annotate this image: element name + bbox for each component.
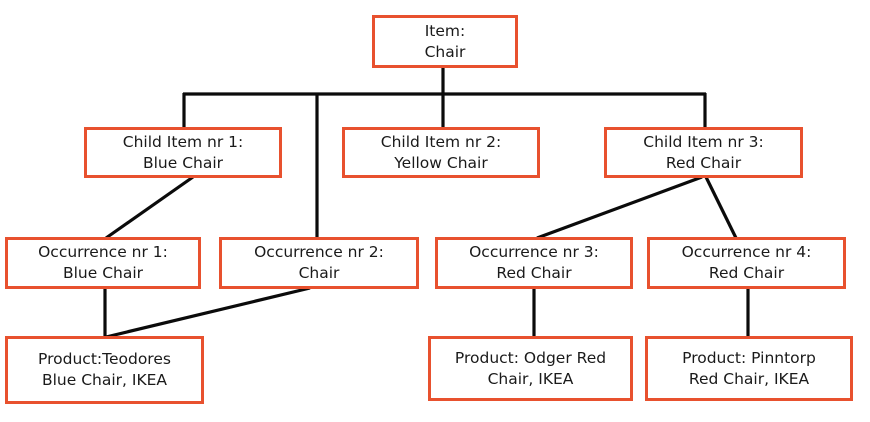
node-child-item-1-label: Child Item nr 1: bbox=[122, 132, 244, 151]
node-product-odger-label: Product: Odger Red bbox=[454, 348, 607, 367]
node-product-pinntorp-label: Product: Pinntorp bbox=[682, 348, 816, 367]
node-product-odger-value: Chair, IKEA bbox=[487, 369, 574, 388]
node-occurrence-4-value: Red Chair bbox=[708, 264, 785, 282]
node-occurrence-1-value: Blue Chair bbox=[62, 264, 144, 282]
node-occurrence-1: Occurrence nr 1: Blue Chair bbox=[5, 237, 201, 289]
node-occurrence-2-value: Chair bbox=[298, 264, 340, 282]
node-product-odger: Product: Odger Red Chair, IKEA bbox=[428, 336, 633, 401]
node-child-item-3-label: Child Item nr 3: bbox=[643, 132, 764, 151]
node-item-chair-label: Item: bbox=[424, 21, 466, 40]
node-child-item-2-value: Yellow Chair bbox=[394, 153, 488, 172]
node-item-chair-value: Chair bbox=[424, 42, 466, 61]
edge-child3-occ3 bbox=[536, 175, 703, 240]
node-occurrence-4-label: Occurrence nr 4: bbox=[681, 243, 812, 261]
node-child-item-1: Child Item nr 1: Blue Chair bbox=[84, 127, 282, 178]
node-occurrence-3: Occurrence nr 3: Red Chair bbox=[435, 237, 633, 289]
node-product-teodores: Product:Teodores Blue Chair, IKEA bbox=[5, 336, 204, 404]
node-child-item-3-value: Red Chair bbox=[665, 153, 742, 172]
node-product-teodores-value: Blue Chair, IKEA bbox=[41, 371, 168, 389]
node-product-teodores-label: Product:Teodores bbox=[38, 350, 171, 368]
node-product-pinntorp-value: Red Chair, IKEA bbox=[688, 369, 810, 388]
node-product-pinntorp: Product: Pinntorp Red Chair, IKEA bbox=[645, 336, 853, 401]
node-child-item-1-value: Blue Chair bbox=[142, 153, 224, 172]
edge-occ2-prod1 bbox=[105, 286, 311, 339]
node-item-chair: Item: Chair bbox=[372, 15, 518, 68]
node-occurrence-2-label: Occurrence nr 2: bbox=[254, 243, 384, 261]
node-occurrence-3-label: Occurrence nr 3: bbox=[469, 243, 599, 261]
edge-child1-occ1 bbox=[105, 175, 194, 240]
node-occurrence-3-value: Red Chair bbox=[496, 264, 572, 282]
node-child-item-2-label: Child Item nr 2: bbox=[380, 132, 502, 151]
node-occurrence-1-label: Occurrence nr 1: bbox=[38, 243, 168, 261]
edge-child3-occ4 bbox=[704, 176, 738, 239]
node-occurrence-2: Occurrence nr 2: Chair bbox=[219, 237, 419, 289]
node-occurrence-4: Occurrence nr 4: Red Chair bbox=[647, 237, 846, 289]
node-child-item-3: Child Item nr 3: Red Chair bbox=[604, 127, 803, 178]
node-child-item-2: Child Item nr 2: Yellow Chair bbox=[342, 127, 540, 178]
